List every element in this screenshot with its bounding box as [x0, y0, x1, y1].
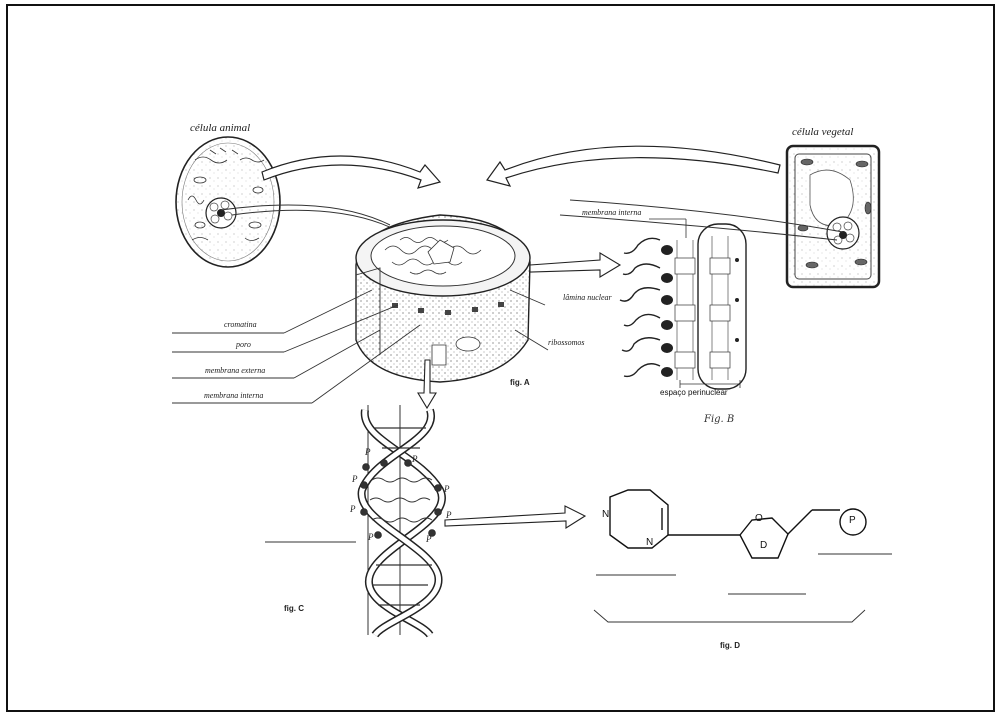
label-membrana-externa: membrana externa [205, 366, 265, 375]
label-lamina-nuclear: lâmina nuclear [563, 293, 612, 302]
label-membrana-interna-b: membrana interna [582, 208, 641, 217]
label-fig-a: fig. A [510, 378, 530, 387]
plant-cell [787, 146, 879, 287]
dna-helix-fig-c [361, 405, 442, 635]
dna-phosphate-label: P [365, 447, 371, 457]
animal-cell [176, 137, 280, 267]
label-poro: poro [236, 340, 251, 349]
nucleus-fig-a [356, 215, 530, 382]
arrow-to-fig-d [445, 506, 585, 528]
chem-n1: N [602, 509, 609, 520]
fig-d-blank-lines [265, 542, 892, 622]
dna-phosphate-label: P [446, 510, 452, 520]
label-fig-d: fig. D [720, 641, 740, 650]
label-espaco-perinuclear: espaço perinuclear [660, 388, 728, 397]
dna-phosphate-label: P [352, 474, 358, 484]
label-celula-animal: célula animal [190, 122, 250, 134]
dna-phosphate-label: P [426, 534, 432, 544]
dna-phosphate-label: P [444, 484, 450, 494]
label-fig-c: fig. C [284, 604, 304, 613]
curved-arrows [262, 146, 780, 188]
label-ribossomos: ribossomos [548, 338, 584, 347]
dna-phosphate-label: P [368, 532, 374, 542]
label-fig-b: Fig. B [704, 414, 734, 425]
chem-o: O [755, 513, 763, 524]
nucleus-pointer-lines [221, 200, 843, 240]
chem-d: D [760, 540, 767, 551]
dna-phosphate-label: P [350, 504, 356, 514]
label-membrana-interna-a: membrana interna [204, 391, 263, 400]
dna-phosphate-label: P [412, 454, 418, 464]
arrow-to-fig-b [530, 253, 620, 277]
chem-n2: N [646, 537, 653, 548]
chem-p: P [849, 515, 856, 526]
label-celula-vegetal: célula vegetal [792, 126, 853, 138]
label-cromatina: cromatina [224, 320, 257, 329]
nuclear-envelope-fig-b [620, 219, 746, 389]
